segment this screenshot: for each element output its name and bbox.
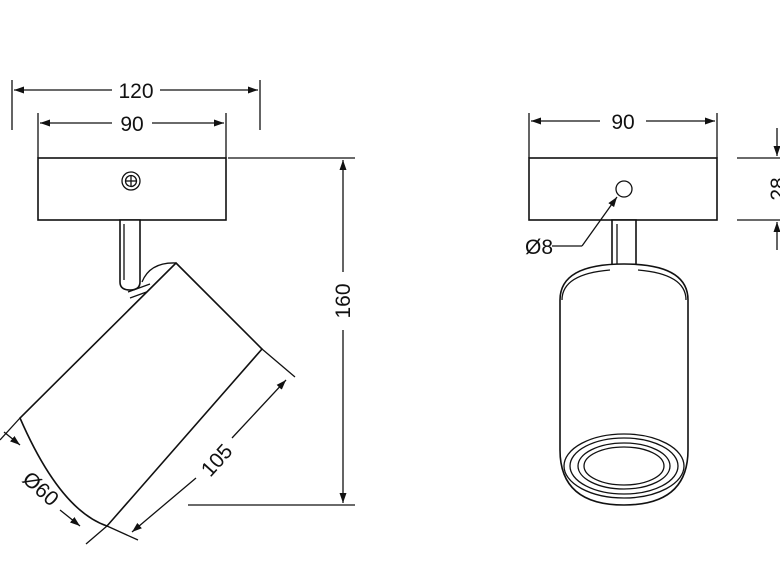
dimension-height: 160 xyxy=(188,157,355,506)
hole-diameter-label: Ø8 xyxy=(525,236,553,259)
total-width-label: 120 xyxy=(118,80,153,103)
front-view: 120 90 16 xyxy=(0,80,355,545)
base-width-label-side: 90 xyxy=(611,111,634,134)
mounting-base-front xyxy=(37,157,227,221)
shade-side xyxy=(559,263,689,506)
screw-icon xyxy=(121,171,141,191)
dimension-hole-diameter: Ø8 xyxy=(525,196,618,259)
base-height-label: 28 xyxy=(767,177,780,200)
dimension-total-width: 120 xyxy=(11,80,261,130)
dimension-base-width-front: 90 xyxy=(37,113,227,158)
dimension-base-height: 28 xyxy=(737,128,780,250)
shade-length-label: 105 xyxy=(197,440,238,481)
shade-front xyxy=(19,261,264,527)
height-label: 160 xyxy=(332,283,355,318)
side-view: 90 Ø8 28 xyxy=(525,111,780,506)
mounting-base-side xyxy=(528,157,718,221)
dimension-base-width-side: 90 xyxy=(528,111,718,158)
stem-front xyxy=(119,219,141,291)
shade-rim-inner xyxy=(583,446,665,486)
shade-rim-outer xyxy=(563,433,685,499)
mounting-hole xyxy=(615,180,633,198)
base-width-label-front: 90 xyxy=(120,113,143,136)
